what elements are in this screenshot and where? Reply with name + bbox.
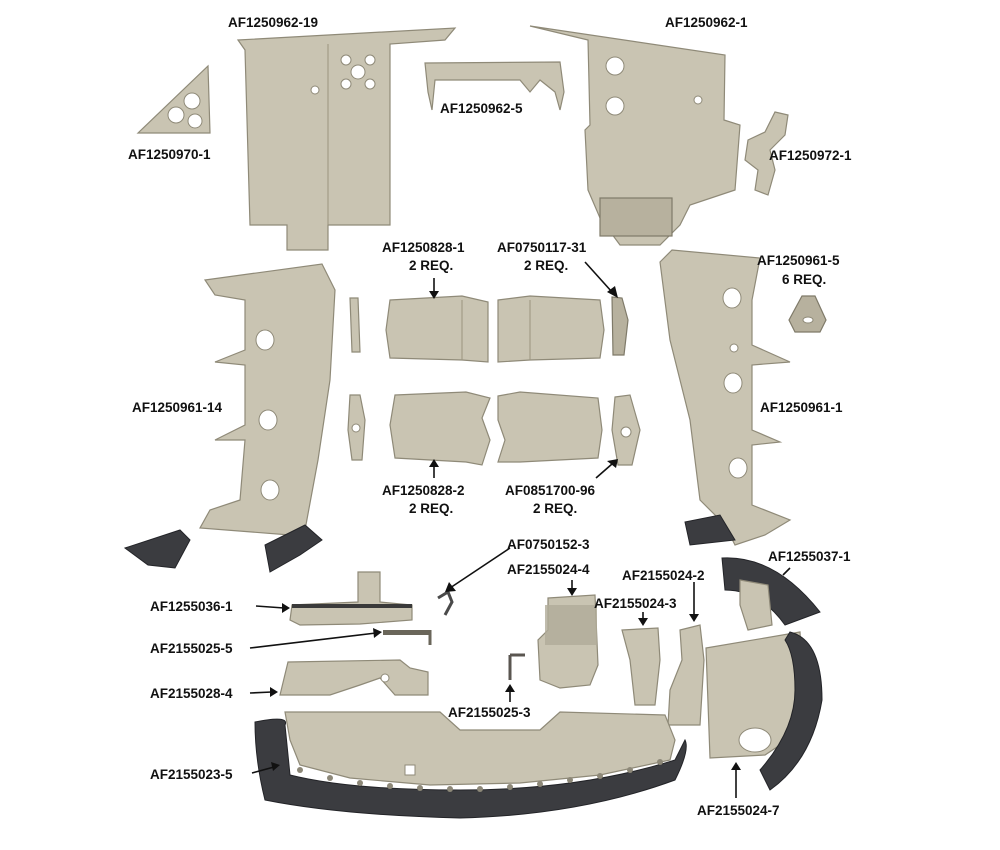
part-af0851700-96: [497, 391, 641, 466]
label-af0750117-31: AF0750117-31: [497, 240, 587, 255]
part-af2155024-3: [621, 627, 661, 706]
label-af1250962-19: AF1250962-19: [228, 15, 318, 30]
part-af1250972-1: [744, 111, 789, 196]
label-af2155025-3: AF2155025-3: [448, 705, 531, 720]
label-af2155023-5: AF2155023-5: [150, 767, 233, 782]
label-af1250828-2: AF1250828-2: [382, 483, 465, 498]
part-af2155024-2: [667, 624, 705, 726]
label-af1250970-1: AF1250970-1: [128, 147, 211, 162]
rivet-row: [297, 759, 663, 792]
label-af1250962-1: AF1250962-1: [665, 15, 748, 30]
part-af1250962-19: [236, 27, 457, 251]
part-af1250828-2: [347, 391, 491, 466]
label-af1250828-1: AF1250828-1: [382, 240, 465, 255]
part-af2155023-5: [254, 711, 687, 819]
part-af2155025-3: [508, 653, 525, 680]
part-af1250970-1: [136, 64, 211, 134]
label-af2155024-3: AF2155024-3: [594, 596, 677, 611]
leader-arrows: [249, 261, 791, 798]
label-af1250828-2-qty: 2 REQ.: [409, 501, 453, 516]
part-af0750152-3: [437, 589, 454, 616]
part-af1255036-1: [289, 571, 413, 626]
label-af0750117-31-qty: 2 REQ.: [524, 258, 568, 273]
part-af1250961-1: [659, 249, 792, 546]
part-af1250962-5: [424, 61, 565, 111]
label-af1250961-14: AF1250961-14: [132, 400, 223, 415]
part-af2155024-7: [705, 631, 823, 791]
label-af2155025-5: AF2155025-5: [150, 641, 233, 656]
label-af1250961-5: AF1250961-5: [757, 253, 840, 268]
label-af0851700-96-qty: 2 REQ.: [533, 501, 577, 516]
label-af1250962-5: AF1250962-5: [440, 101, 523, 116]
label-af1250961-1: AF1250961-1: [760, 400, 843, 415]
part-labels: AF1250962-19 AF1250962-1 AF1250962-5 AF1…: [128, 15, 852, 818]
label-af1250972-1: AF1250972-1: [769, 148, 852, 163]
label-af1250828-1-qty: 2 REQ.: [409, 258, 453, 273]
part-af1250828-1: [349, 295, 489, 363]
label-af1250961-5-qty: 6 REQ.: [782, 272, 826, 287]
part-af2155028-4: [279, 659, 429, 696]
part-af1250961-5: [788, 295, 827, 333]
label-af2155024-4: AF2155024-4: [507, 562, 590, 577]
label-af0750152-3: AF0750152-3: [507, 537, 590, 552]
part-af1250962-1: [529, 25, 741, 246]
part-af0750117-31: [497, 295, 629, 363]
part-af2155024-4: [537, 594, 599, 689]
label-af2155024-2: AF2155024-2: [622, 568, 705, 583]
label-af0851700-96: AF0851700-96: [505, 483, 596, 498]
label-af1255036-1: AF1255036-1: [150, 599, 233, 614]
part-af2155025-5: [383, 630, 432, 645]
part-af1250961-14: [123, 263, 336, 573]
label-af2155024-7: AF2155024-7: [697, 803, 780, 818]
label-af1255037-1: AF1255037-1: [768, 549, 851, 564]
label-af2155028-4: AF2155028-4: [150, 686, 233, 701]
part-af1255037-1: [721, 557, 821, 631]
